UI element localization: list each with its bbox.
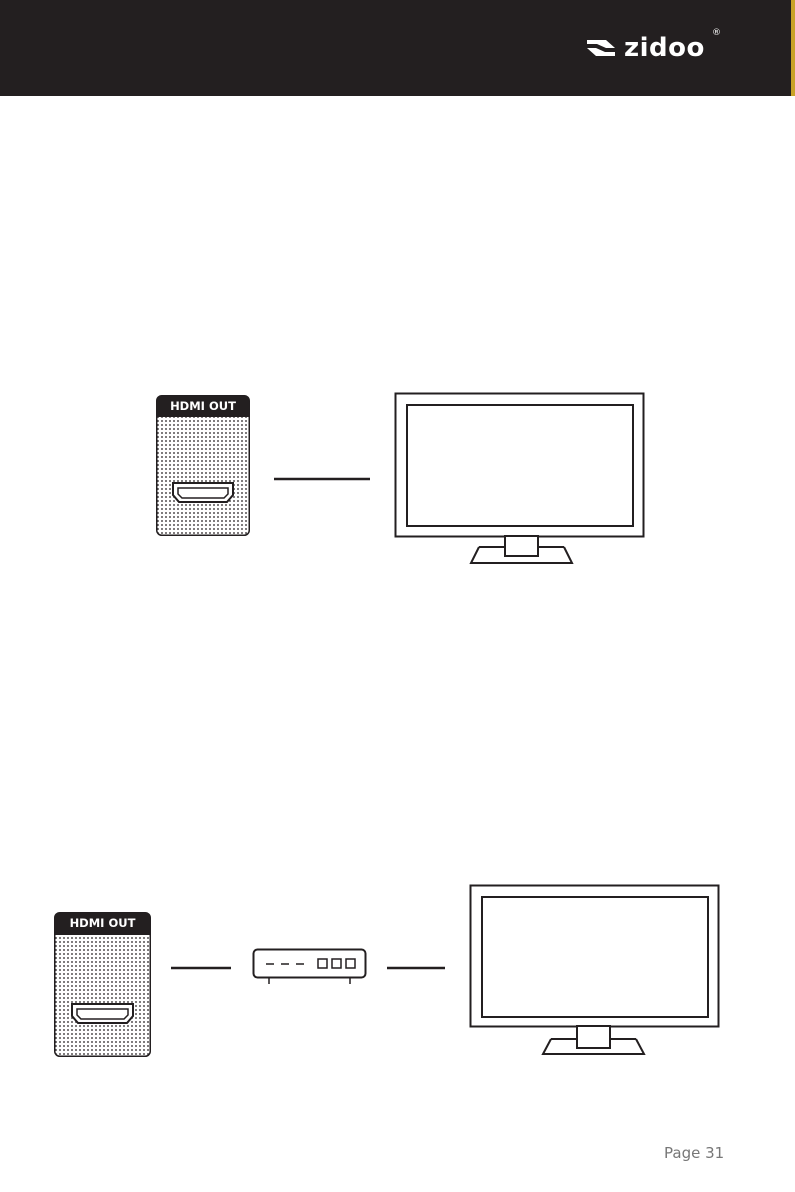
player-hdmi-panel: HDMI OUT	[156, 395, 250, 536]
hdmi-out-label: HDMI OUT	[156, 395, 250, 417]
player-hdmi-panel: HDMI OUT	[54, 912, 151, 1057]
tv-icon	[394, 392, 646, 568]
brand-logo: zidoo ®	[584, 32, 705, 64]
tv-icon	[469, 884, 721, 1060]
hdmi-cable-line	[171, 965, 233, 971]
diagram-receiver-connection: HDMI OUT	[50, 880, 730, 1060]
header-accent-stripe	[791, 0, 795, 96]
hdmi-out-label: HDMI OUT	[54, 912, 151, 935]
hdmi-cable-line	[274, 476, 374, 482]
diagram-direct-connection: HDMI OUT	[150, 388, 660, 568]
brand-name: zidoo	[624, 32, 705, 64]
zidoo-logo-icon	[584, 36, 618, 60]
av-receiver-icon	[252, 948, 372, 988]
page-number: Page 31	[664, 1144, 724, 1162]
registered-mark: ®	[712, 28, 721, 38]
hdmi-cable-line	[387, 965, 449, 971]
page-header: zidoo ®	[0, 0, 795, 96]
